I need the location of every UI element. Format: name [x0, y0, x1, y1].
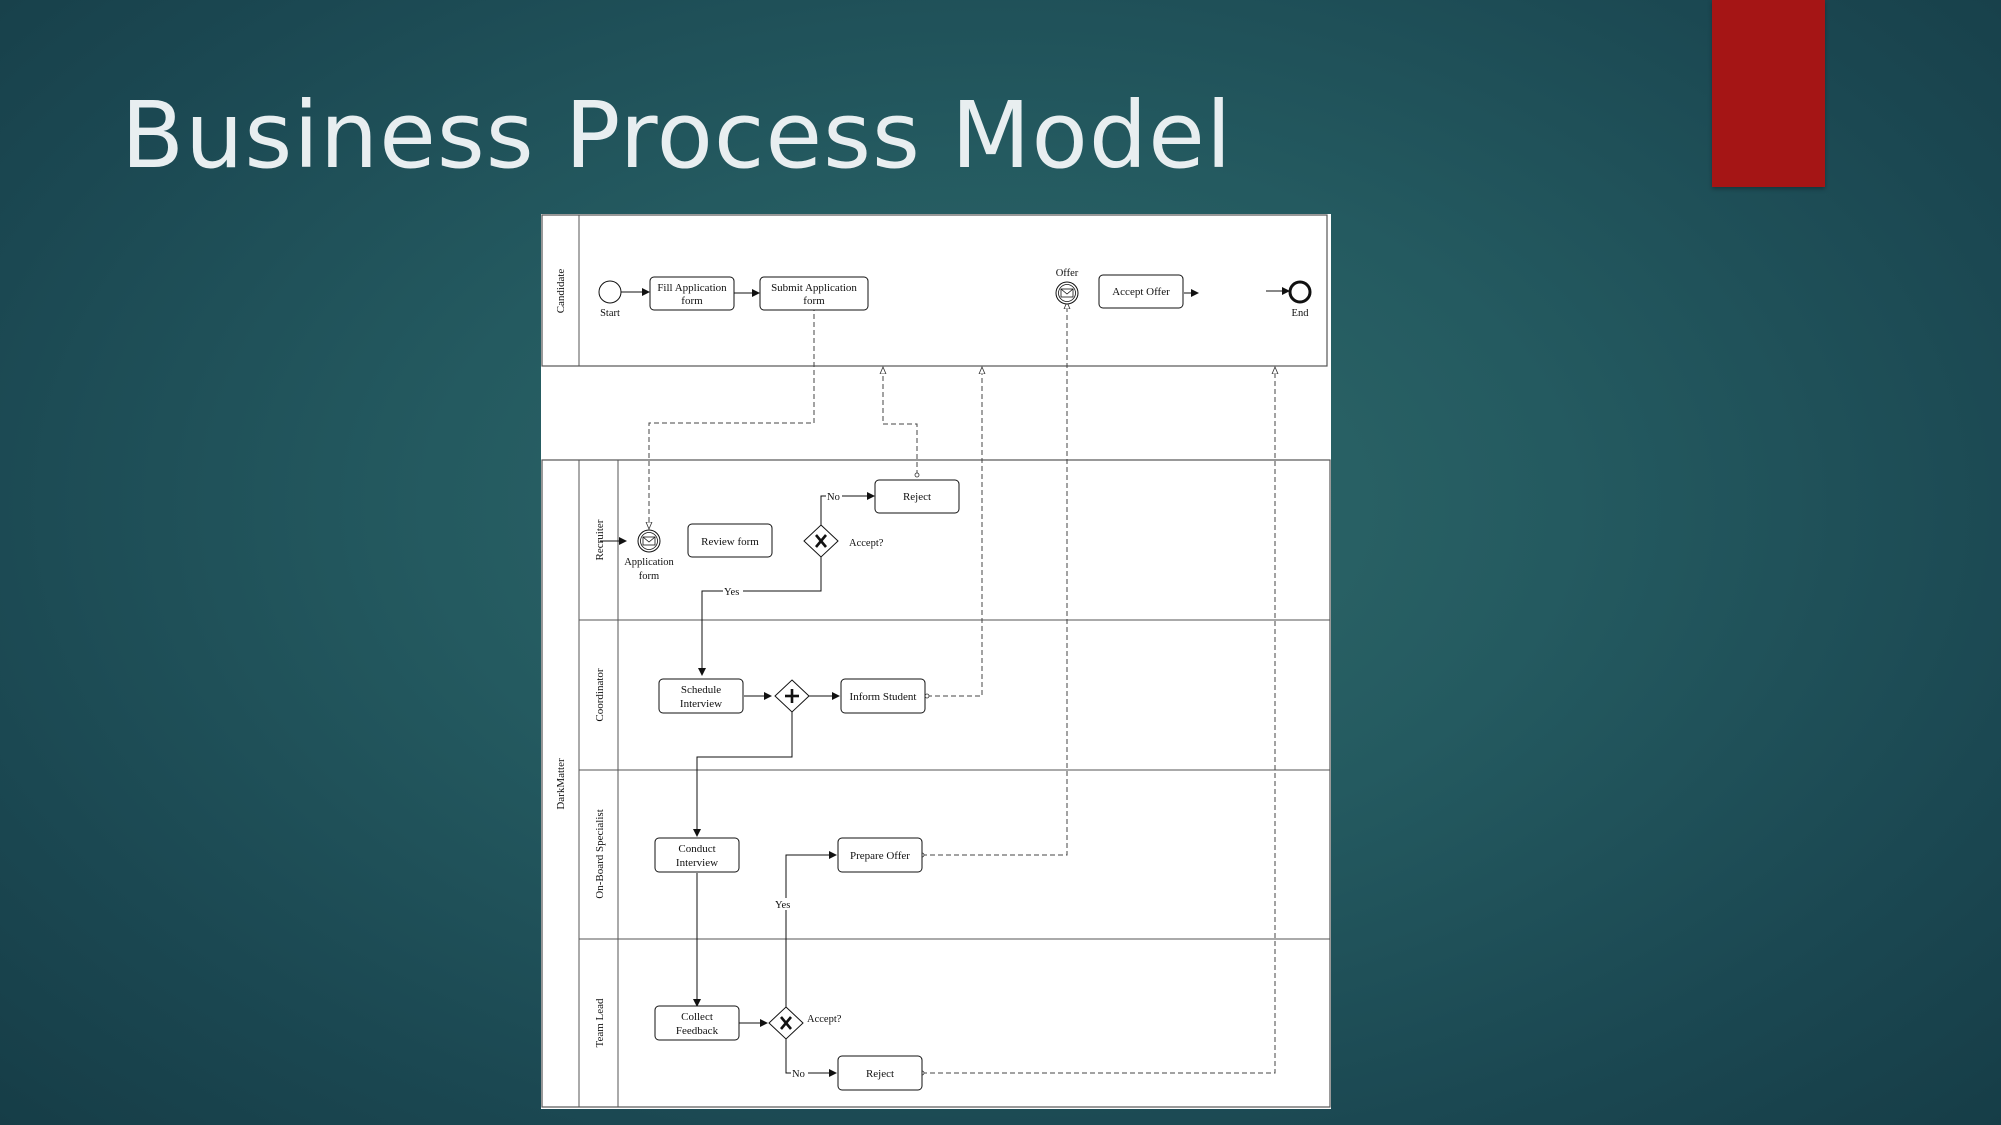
- task-review-label: Review form: [701, 536, 759, 548]
- task-conduct-interview: [654, 837, 740, 873]
- exclusive-gateway-teamlead: [768, 1006, 804, 1040]
- end-event: [1288, 280, 1312, 304]
- offer-message-event: [1055, 281, 1079, 305]
- application-label-line2: form: [639, 571, 659, 582]
- task-collect-feedback: [654, 1005, 740, 1041]
- task-schedule-line1: Schedule: [681, 684, 721, 696]
- start-event: [598, 280, 622, 304]
- end-label: End: [1292, 308, 1310, 319]
- task-reject-teamlead: [837, 1055, 923, 1091]
- lane-label-recruiter: Recruiter: [594, 519, 606, 560]
- task-inform-label: Inform Student: [850, 691, 917, 703]
- task-prepare-label: Prepare Offer: [850, 850, 910, 862]
- accent-bar: [1712, 0, 1825, 187]
- task-reject-teamlead-label: Reject: [866, 1068, 894, 1080]
- task-schedule-line2: Interview: [680, 698, 722, 710]
- task-fill-line1: Fill Application: [657, 282, 727, 294]
- application-label-line1: Application: [624, 557, 674, 568]
- label-bg: [826, 490, 842, 502]
- task-collect-line2: Feedback: [676, 1025, 719, 1037]
- task-conduct-line1: Conduct: [678, 843, 715, 855]
- task-fill-line2: form: [681, 295, 703, 307]
- task-accept-offer-label: Accept Offer: [1112, 286, 1170, 298]
- flow-label-no-recruiter: No: [827, 492, 840, 503]
- task-fill-application: [649, 276, 735, 311]
- parallel-gateway: [774, 679, 810, 713]
- task-inform-student: [840, 678, 926, 714]
- gateway-teamlead-label: Accept?: [807, 1014, 842, 1025]
- lane-label-coordinator: Coordinator: [594, 668, 606, 721]
- task-submit-application: [759, 276, 869, 311]
- exclusive-gateway-recruiter: [803, 524, 839, 558]
- flow-label-yes-teamlead: Yes: [775, 900, 790, 911]
- application-message-event: [637, 529, 661, 553]
- lane-label-teamlead: Team Lead: [594, 998, 606, 1048]
- flow-label-yes-recruiter: Yes: [724, 587, 739, 598]
- task-schedule-interview: [658, 678, 744, 714]
- task-accept-offer: [1098, 274, 1184, 309]
- task-conduct-line2: Interview: [676, 857, 718, 869]
- pool-label-candidate: Candidate: [555, 269, 567, 314]
- slide-title: Business Process Model: [121, 82, 1233, 189]
- bpmn-diagram: Candidate DarkMatter Recruiter Coordinat…: [541, 214, 1331, 1109]
- pool-label-darkmatter: DarkMatter: [555, 758, 567, 810]
- task-review-form: [687, 523, 773, 558]
- task-reject-recruiter-label: Reject: [903, 491, 931, 503]
- task-reject-recruiter: [874, 479, 960, 514]
- label-bg: [723, 585, 743, 597]
- task-prepare-offer: [837, 837, 923, 873]
- lane-label-onboard: On-Board Specialist: [594, 809, 606, 899]
- gateway-recruiter-label: Accept?: [849, 538, 884, 549]
- message-flows: [649, 302, 1275, 1073]
- task-submit-line2: form: [803, 295, 825, 307]
- start-label: Start: [600, 308, 620, 319]
- label-bg: [791, 1067, 808, 1079]
- label-bg: [773, 898, 795, 910]
- task-collect-line1: Collect: [681, 1011, 713, 1023]
- offer-label: Offer: [1056, 268, 1079, 279]
- task-submit-line1: Submit Application: [771, 282, 857, 294]
- flow-label-no-teamlead: No: [792, 1069, 805, 1080]
